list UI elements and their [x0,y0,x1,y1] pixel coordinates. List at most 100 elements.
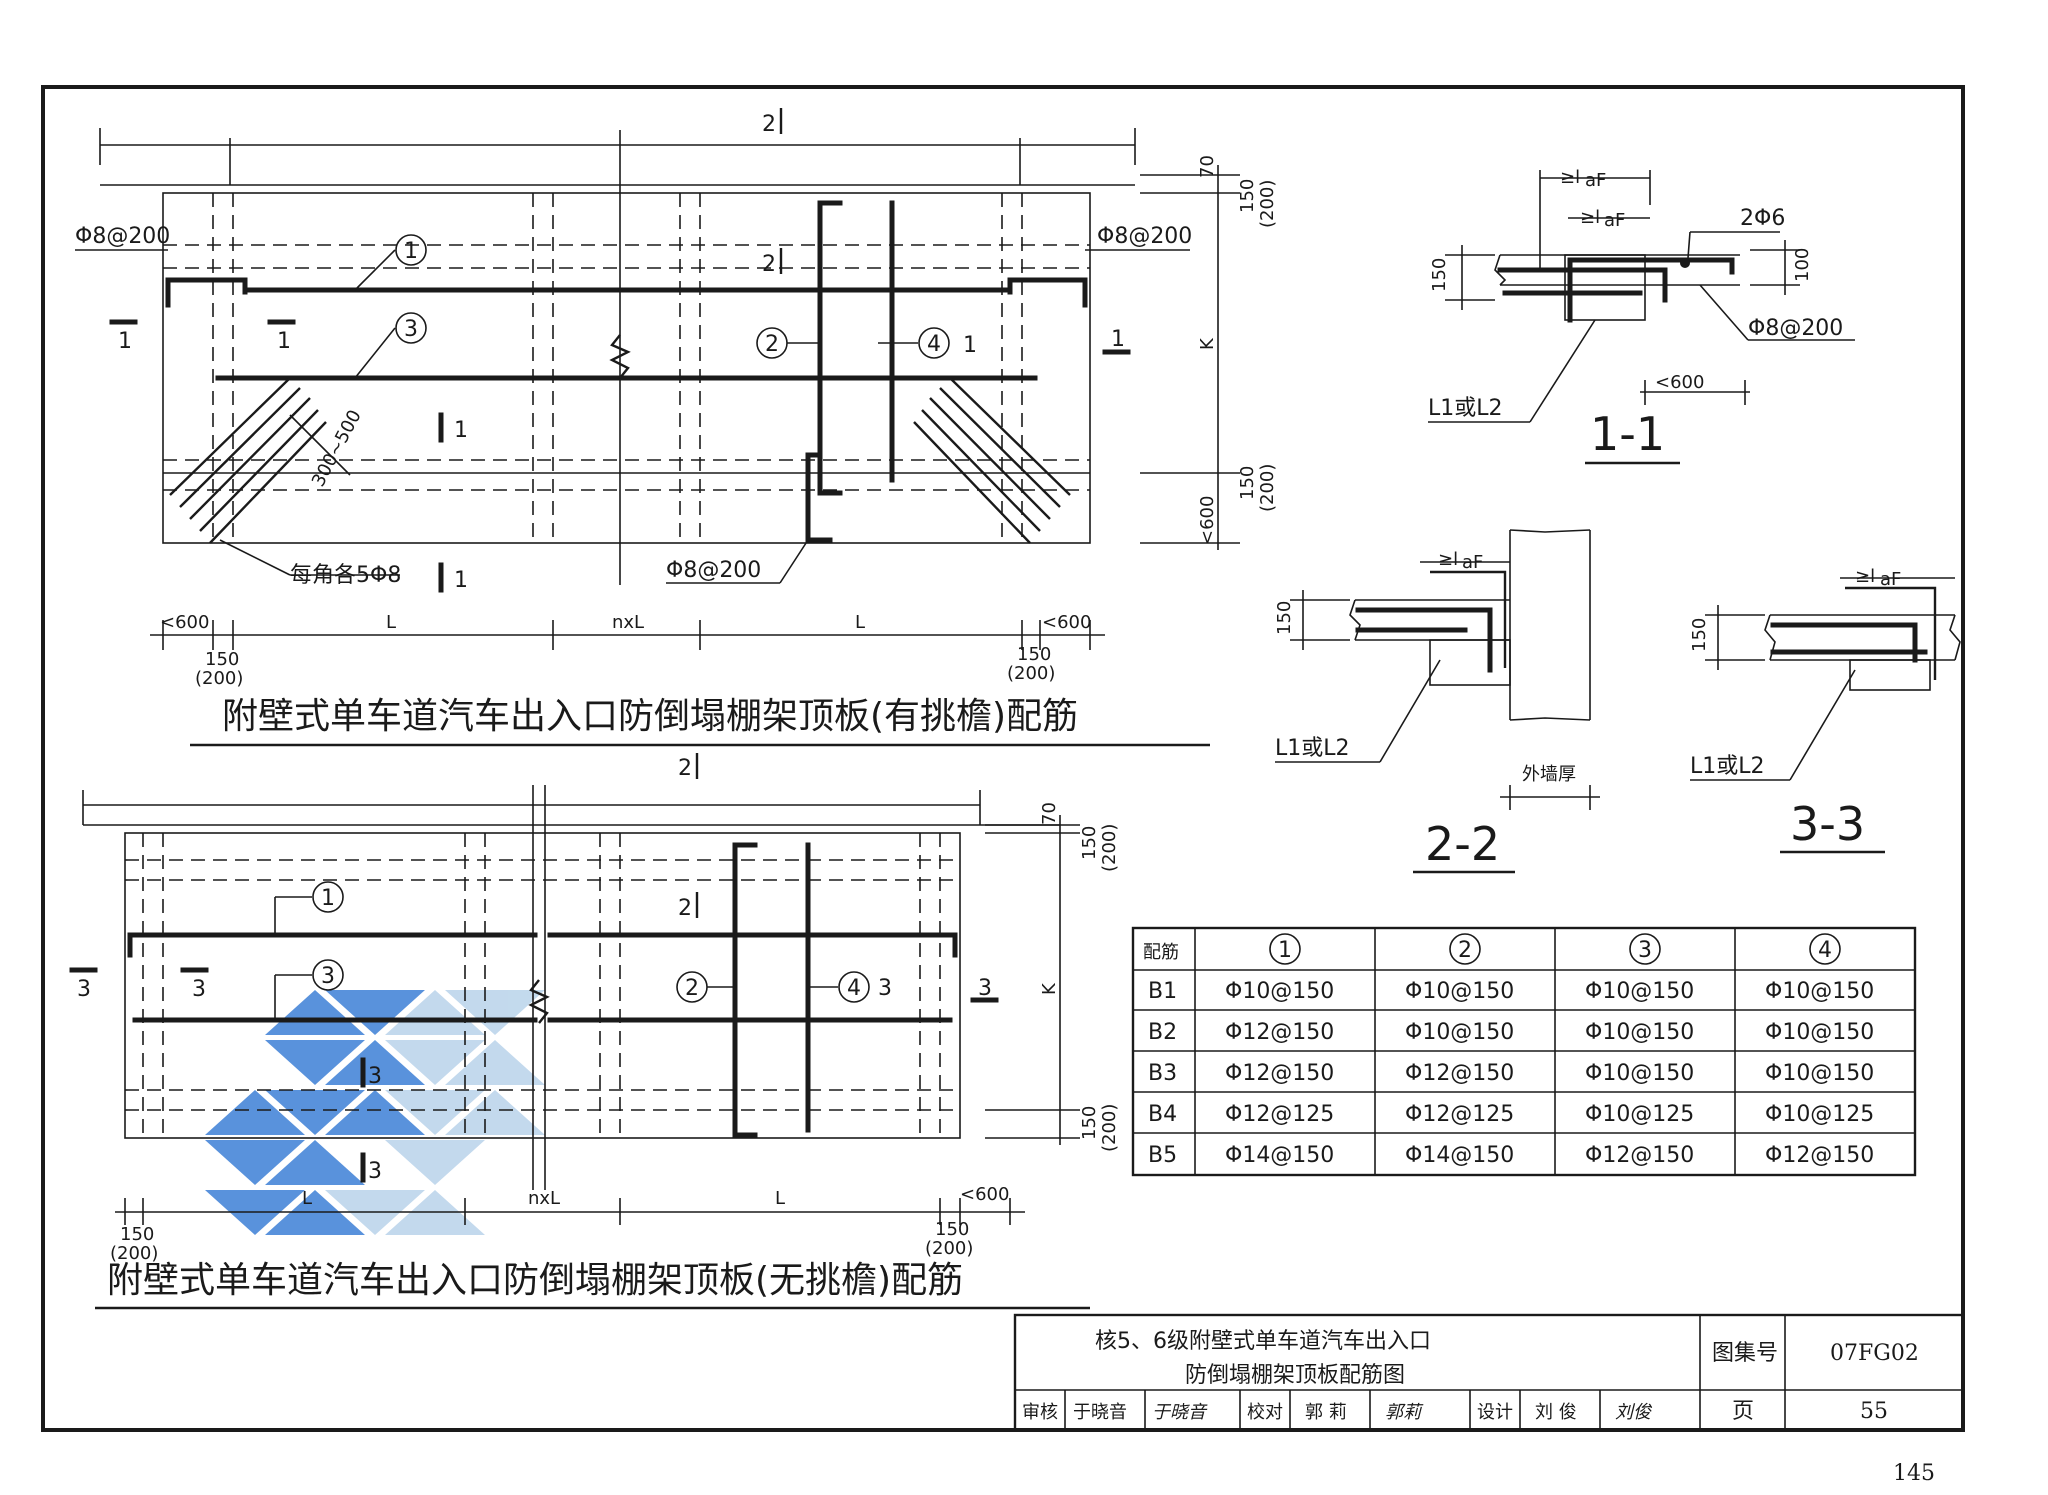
svg-text:3: 3 [368,1159,382,1184]
corner-bars-left [169,377,327,544]
svg-text:(200): (200) [925,1238,973,1259]
atlas-label: 图集号 [1712,1341,1778,1366]
watermark-logo [205,990,545,1235]
table-cell: Φ10@150 [1765,979,1874,1004]
svg-text:1: 1 [404,239,418,264]
svg-text:150: 150 [1689,618,1710,652]
svg-text:3: 3 [77,977,91,1002]
svg-text:150: 150 [935,1219,969,1240]
svg-text:150: 150 [205,649,239,670]
table-row-name: B3 [1148,1061,1177,1086]
rebar-label-left: Φ8@200 [75,224,170,249]
dim-300-500: 300~500 [308,407,366,491]
check-name: 郭 莉 [1305,1402,1347,1423]
svg-text:K: K [1039,982,1060,995]
page-number-inner: 55 [1860,1399,1888,1424]
table-cell: Φ10@125 [1585,1102,1694,1127]
svg-text:150: 150 [1079,826,1100,860]
table-cell: Φ12@150 [1765,1143,1874,1168]
table-row-name: B4 [1148,1102,1177,1127]
callout-b1: 1 [274,881,344,935]
svg-text:(200): (200) [110,1243,158,1264]
review-signature: 于晓音 [1152,1402,1208,1423]
svg-text:<600: <600 [1197,496,1218,545]
table-cell: Φ10@150 [1225,979,1334,1004]
svg-text:3: 3 [978,976,992,1001]
rebar-label-bottom: Φ8@200 [666,558,761,583]
svg-text:3: 3 [192,977,206,1002]
svg-text:4: 4 [847,976,861,1001]
callout-b3: 3 [274,959,344,1020]
corner-bars-right [913,377,1071,544]
table-cell: Φ10@150 [1405,1020,1514,1045]
section-mark-2b: 2 [678,892,699,921]
svg-text:nxL: nxL [612,612,644,633]
svg-text:(200): (200) [1099,1104,1120,1152]
table-row-name: B1 [1148,979,1177,1004]
svg-text:≥l: ≥l [1560,167,1580,188]
svg-text:150: 150 [1429,258,1450,292]
svg-text:150: 150 [1079,1106,1100,1140]
section-mark-1: 1 1 1 1 1 1 [109,319,1131,593]
plan-bottom-title: 附壁式单车道汽车出入口防倒塌棚架顶板(无挑檐)配筋 [107,1260,963,1301]
svg-text:2Φ6: 2Φ6 [1740,206,1785,231]
drawing-title-line1: 核5、6级附壁式单车道汽车出入口 [1095,1329,1431,1354]
drawing-title-line2: 防倒塌棚架顶板配筋图 [1185,1363,1405,1388]
svg-text:2: 2 [762,252,776,277]
svg-text:150: 150 [1017,644,1051,665]
svg-text:1: 1 [1111,327,1125,352]
table-cell: Φ12@125 [1225,1102,1334,1127]
svg-text:1: 1 [963,333,977,358]
table-header-2: 2 [1449,933,1481,965]
span-mark: 2 [762,112,776,137]
review-name: 于晓音 [1073,1402,1127,1423]
svg-text:<600: <600 [1042,612,1091,633]
review-label: 审核 [1022,1402,1058,1423]
svg-text:2: 2 [685,976,699,1001]
table-row-name: B5 [1148,1143,1177,1168]
svg-text:70: 70 [1197,155,1218,178]
svg-text:(200): (200) [1257,180,1278,228]
svg-text:aF: aF [1604,210,1625,231]
plan-bottom: 2 1 3 [69,753,1120,1310]
callout-b2: 2 [676,971,735,1003]
design-signature: 刘俊 [1615,1402,1653,1423]
svg-text:L: L [302,1188,312,1209]
atlas-number: 07FG02 [1830,1341,1919,1366]
callout-3: 3 [354,312,427,379]
svg-text:1: 1 [1278,938,1292,963]
svg-text:L: L [386,612,396,633]
svg-text:≥l: ≥l [1438,549,1458,570]
svg-text:4: 4 [927,332,941,357]
section-1-1: ≥l aF ≥l aF 2Φ6 150 100 Φ8@200 <600 L1或L… [1428,167,1855,465]
table-cell: Φ10@150 [1405,979,1514,1004]
table-cell: Φ12@150 [1405,1061,1514,1086]
page-number: 145 [1893,1461,1935,1486]
table-header-3: 3 [1629,933,1661,965]
table-row-name: B2 [1148,1020,1177,1045]
table-cell: Φ12@150 [1225,1020,1334,1045]
svg-text:2: 2 [678,756,692,781]
rebar-table: 配筋 1 2 3 4 B1 Φ10@150 Φ10@150 Φ10@150 Φ1… [1131,926,1917,1177]
svg-text:3: 3 [368,1064,382,1089]
svg-text:<600: <600 [160,612,209,633]
svg-text:150: 150 [1274,601,1295,635]
table-cell: Φ14@150 [1225,1143,1334,1168]
table-cell: Φ10@150 [1765,1020,1874,1045]
table-cell: Φ12@125 [1405,1102,1514,1127]
svg-text:L: L [855,612,865,633]
table-cell: Φ12@150 [1225,1061,1334,1086]
table-cell: Φ10@150 [1585,1020,1694,1045]
check-signature: 郭莉 [1385,1402,1424,1423]
svg-text:L: L [775,1188,785,1209]
svg-text:≥l: ≥l [1855,566,1875,587]
svg-text:aF: aF [1880,569,1901,590]
table-cell: Φ10@150 [1585,1061,1694,1086]
title-block: 核5、6级附壁式单车道汽车出入口 防倒塌棚架顶板配筋图 图集号 07FG02 页… [1013,1313,1965,1432]
table-cell: Φ10@150 [1585,979,1694,1004]
section-1-1-title: 1-1 [1590,407,1665,461]
section-mark-3: 3 3 3 3 3 3 [69,967,999,1184]
callout-4: 4 [878,327,950,359]
svg-text:70: 70 [1039,802,1060,825]
table-header-4: 4 [1809,933,1841,965]
